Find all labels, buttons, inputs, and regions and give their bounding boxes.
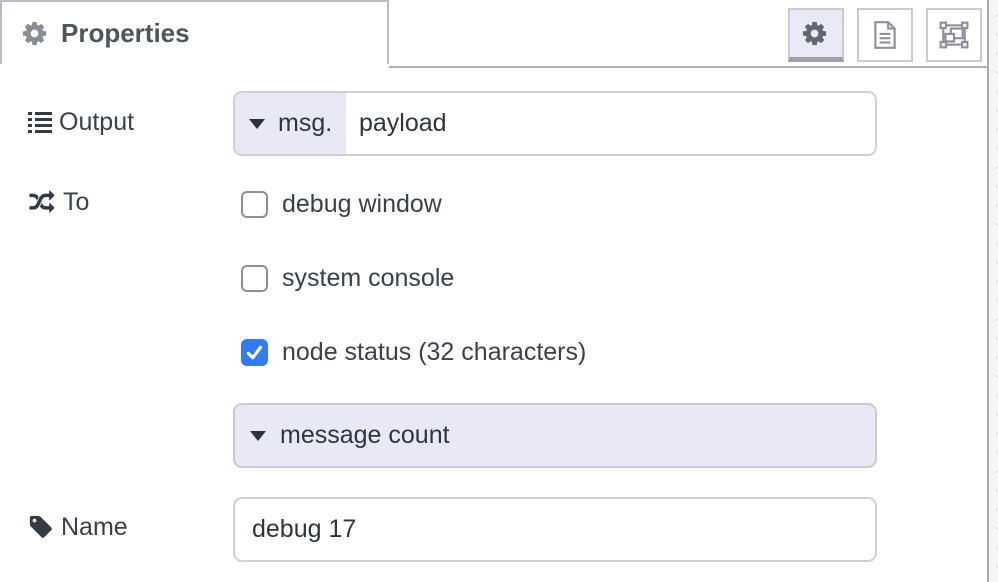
system-console-label: system console bbox=[282, 263, 455, 292]
panel-right-edge bbox=[987, 0, 998, 582]
output-type-select[interactable]: msg. bbox=[235, 93, 346, 154]
shuffle-icon bbox=[28, 189, 56, 215]
name-label-text: Name bbox=[61, 512, 128, 541]
output-typedinput: msg. bbox=[233, 91, 877, 156]
status-format-select[interactable]: message count bbox=[233, 403, 877, 468]
output-label: Output bbox=[28, 104, 134, 140]
description-tab-button[interactable] bbox=[857, 8, 913, 62]
properties-tab-button[interactable] bbox=[788, 8, 844, 62]
tab-properties[interactable]: Properties bbox=[0, 0, 389, 64]
tag-icon bbox=[28, 514, 54, 540]
debug-window-label: debug window bbox=[282, 189, 442, 218]
name-label: Name bbox=[28, 509, 128, 545]
debug-window-checkbox[interactable] bbox=[241, 190, 268, 218]
to-label: To bbox=[28, 184, 89, 220]
caret-down-icon bbox=[250, 430, 266, 441]
output-type-label: msg. bbox=[278, 109, 333, 137]
gear-icon bbox=[802, 20, 830, 47]
output-label-text: Output bbox=[59, 107, 135, 136]
output-property-input[interactable] bbox=[346, 93, 875, 154]
appearance-icon bbox=[939, 20, 969, 50]
caret-down-icon bbox=[249, 118, 265, 129]
name-input[interactable] bbox=[233, 497, 877, 562]
list-icon bbox=[28, 111, 52, 133]
tab-properties-label: Properties bbox=[61, 17, 190, 48]
to-label-text: To bbox=[63, 187, 90, 216]
header-divider bbox=[389, 66, 987, 68]
edit-dialog-tab-buttons bbox=[788, 8, 982, 62]
node-status-checkbox[interactable] bbox=[241, 338, 268, 366]
node-status-label: node status (32 characters) bbox=[282, 337, 587, 366]
system-console-row: system console bbox=[241, 264, 454, 292]
document-icon bbox=[871, 20, 899, 50]
node-status-row: node status (32 characters) bbox=[241, 338, 586, 366]
appearance-tab-button[interactable] bbox=[926, 8, 982, 62]
system-console-checkbox[interactable] bbox=[241, 264, 268, 292]
status-format-value: message count bbox=[280, 421, 450, 449]
gear-icon bbox=[23, 20, 50, 47]
debug-window-row: debug window bbox=[241, 190, 442, 218]
